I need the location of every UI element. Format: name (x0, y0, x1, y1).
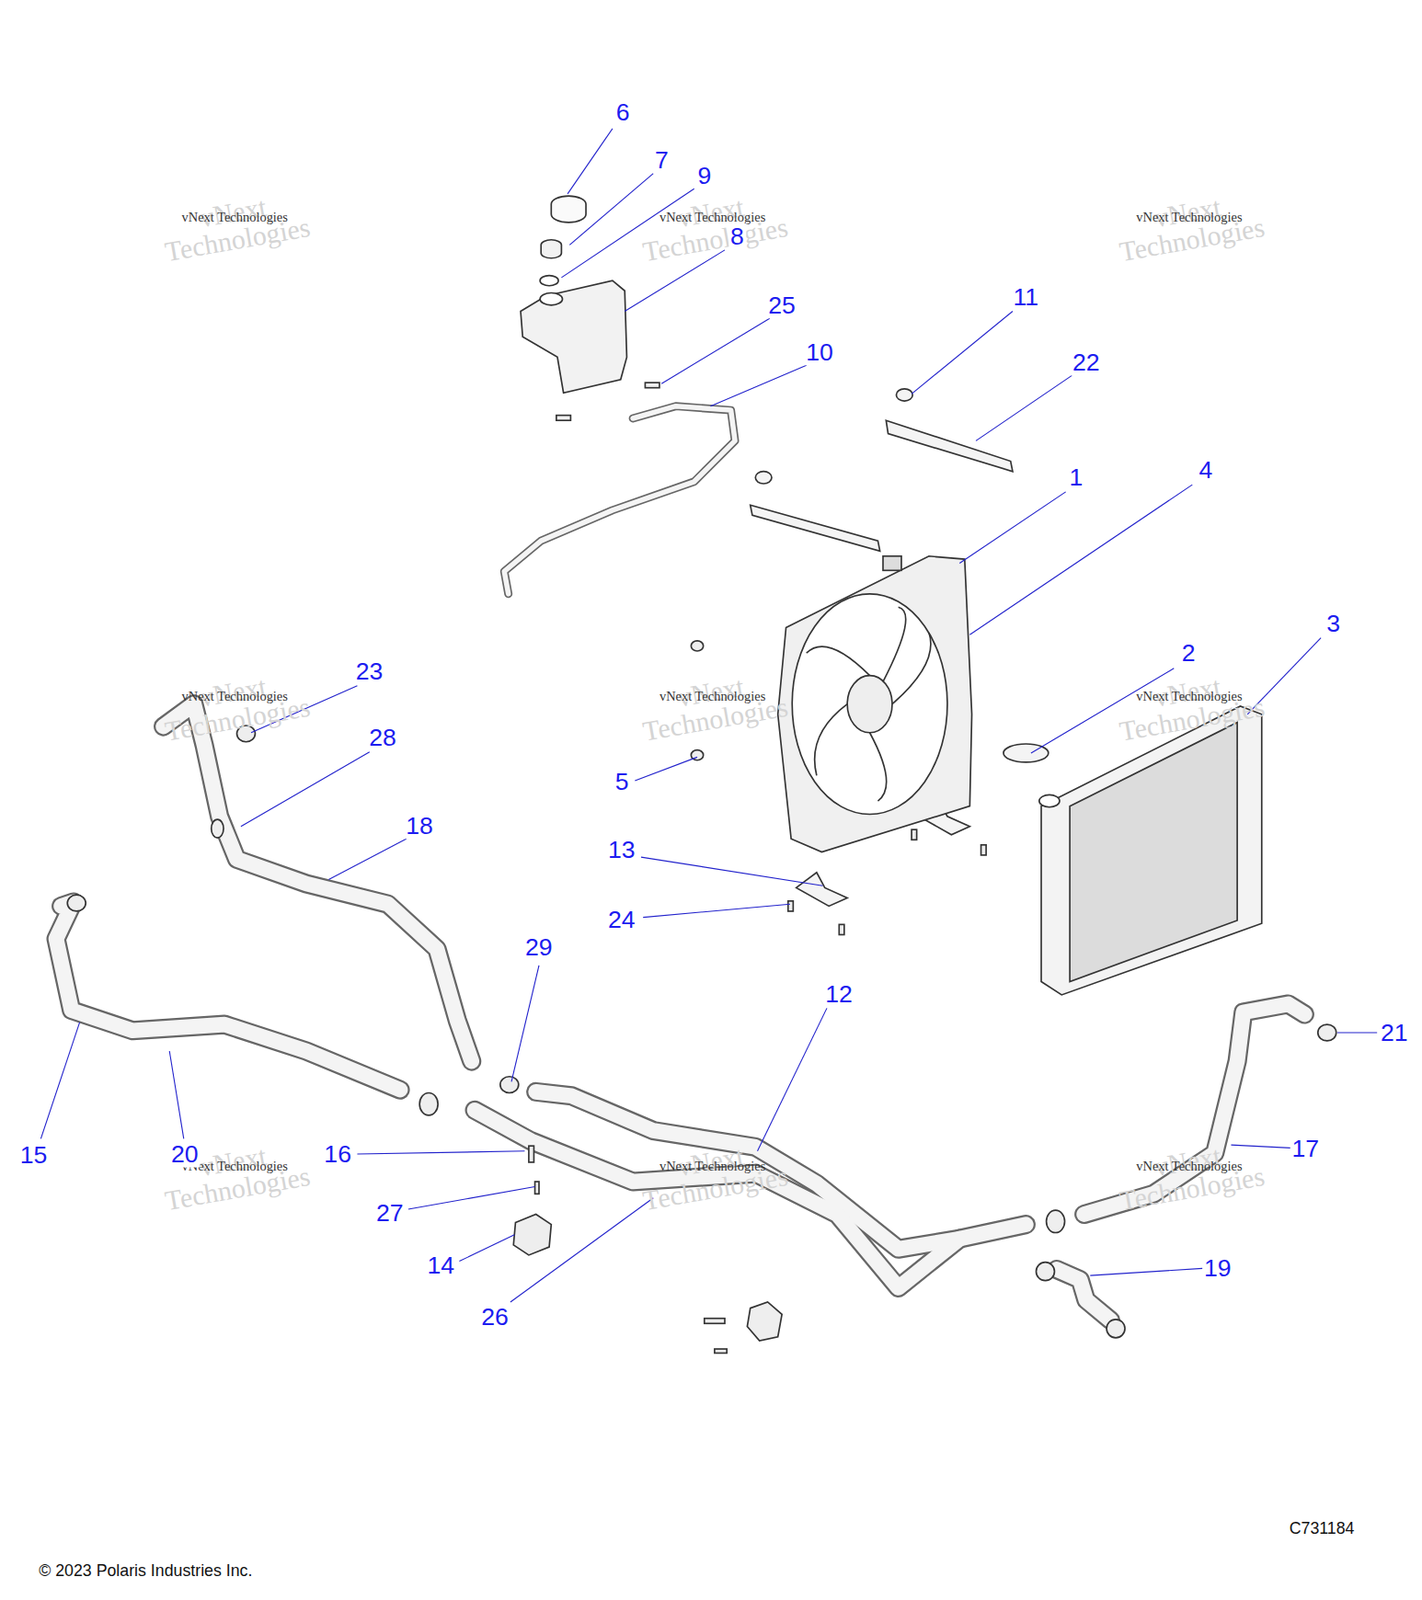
callout-number: 10 (803, 338, 836, 366)
figure-code: C731184 (1289, 1519, 1355, 1538)
callout-number: 23 (354, 658, 386, 686)
callout-number: 12 (823, 980, 855, 1008)
callout-number: 16 (321, 1141, 354, 1169)
watermark-text: vNext Technologies (659, 688, 766, 706)
callout-number: 15 (17, 1142, 49, 1170)
callout-number: 19 (1202, 1255, 1234, 1283)
watermark-text: vNext Technologies (1135, 1158, 1242, 1176)
callout-number: 5 (612, 768, 631, 796)
callout-number: 26 (479, 1304, 511, 1331)
callout-number: 20 (169, 1141, 201, 1169)
callout-number: 25 (766, 291, 798, 319)
watermark-large: vNext Technologies (1096, 1133, 1283, 1219)
callout-number: 2 (1179, 640, 1197, 667)
watermark-large: vNext Technologies (619, 664, 806, 750)
callout-number: 24 (606, 905, 638, 933)
watermark-text: vNext Technologies (1135, 688, 1242, 706)
callout-number: 8 (728, 223, 746, 251)
callout-number: 22 (1070, 349, 1102, 377)
watermark-text: vNext Technologies (659, 1158, 766, 1176)
watermark-large: vNext Technologies (619, 183, 806, 270)
watermark-large: vNext Technologies (1096, 183, 1283, 270)
callout-number: 11 (1010, 283, 1041, 310)
callout-number: 3 (1324, 610, 1342, 638)
callout-number: 18 (403, 812, 436, 839)
watermark-large: vNext Technologies (619, 1133, 806, 1219)
callout-number: 28 (366, 724, 399, 752)
callout-number: 21 (1378, 1020, 1411, 1047)
copyright-note: © 2023 Polaris Industries Inc. (38, 1562, 253, 1582)
watermark-text: vNext Technologies (182, 688, 288, 706)
watermark-large: vNext Technologies (141, 664, 328, 750)
watermark-text: vNext Technologies (182, 208, 288, 226)
callout-number: 1 (1066, 464, 1085, 492)
watermark-text: vNext Technologies (659, 208, 766, 226)
watermark-large: vNext Technologies (141, 183, 328, 270)
callout-number: 14 (424, 1252, 457, 1280)
callout-number: 13 (606, 837, 638, 864)
callout-number: 27 (374, 1200, 406, 1228)
callout-number: 6 (614, 99, 632, 127)
callout-number: 17 (1289, 1135, 1321, 1163)
callout-number: 29 (523, 933, 555, 961)
callout-number: 4 (1196, 457, 1215, 484)
callout-number: 7 (653, 147, 671, 174)
callout-number: 9 (695, 161, 713, 189)
watermark-text: vNext Technologies (1135, 208, 1242, 226)
